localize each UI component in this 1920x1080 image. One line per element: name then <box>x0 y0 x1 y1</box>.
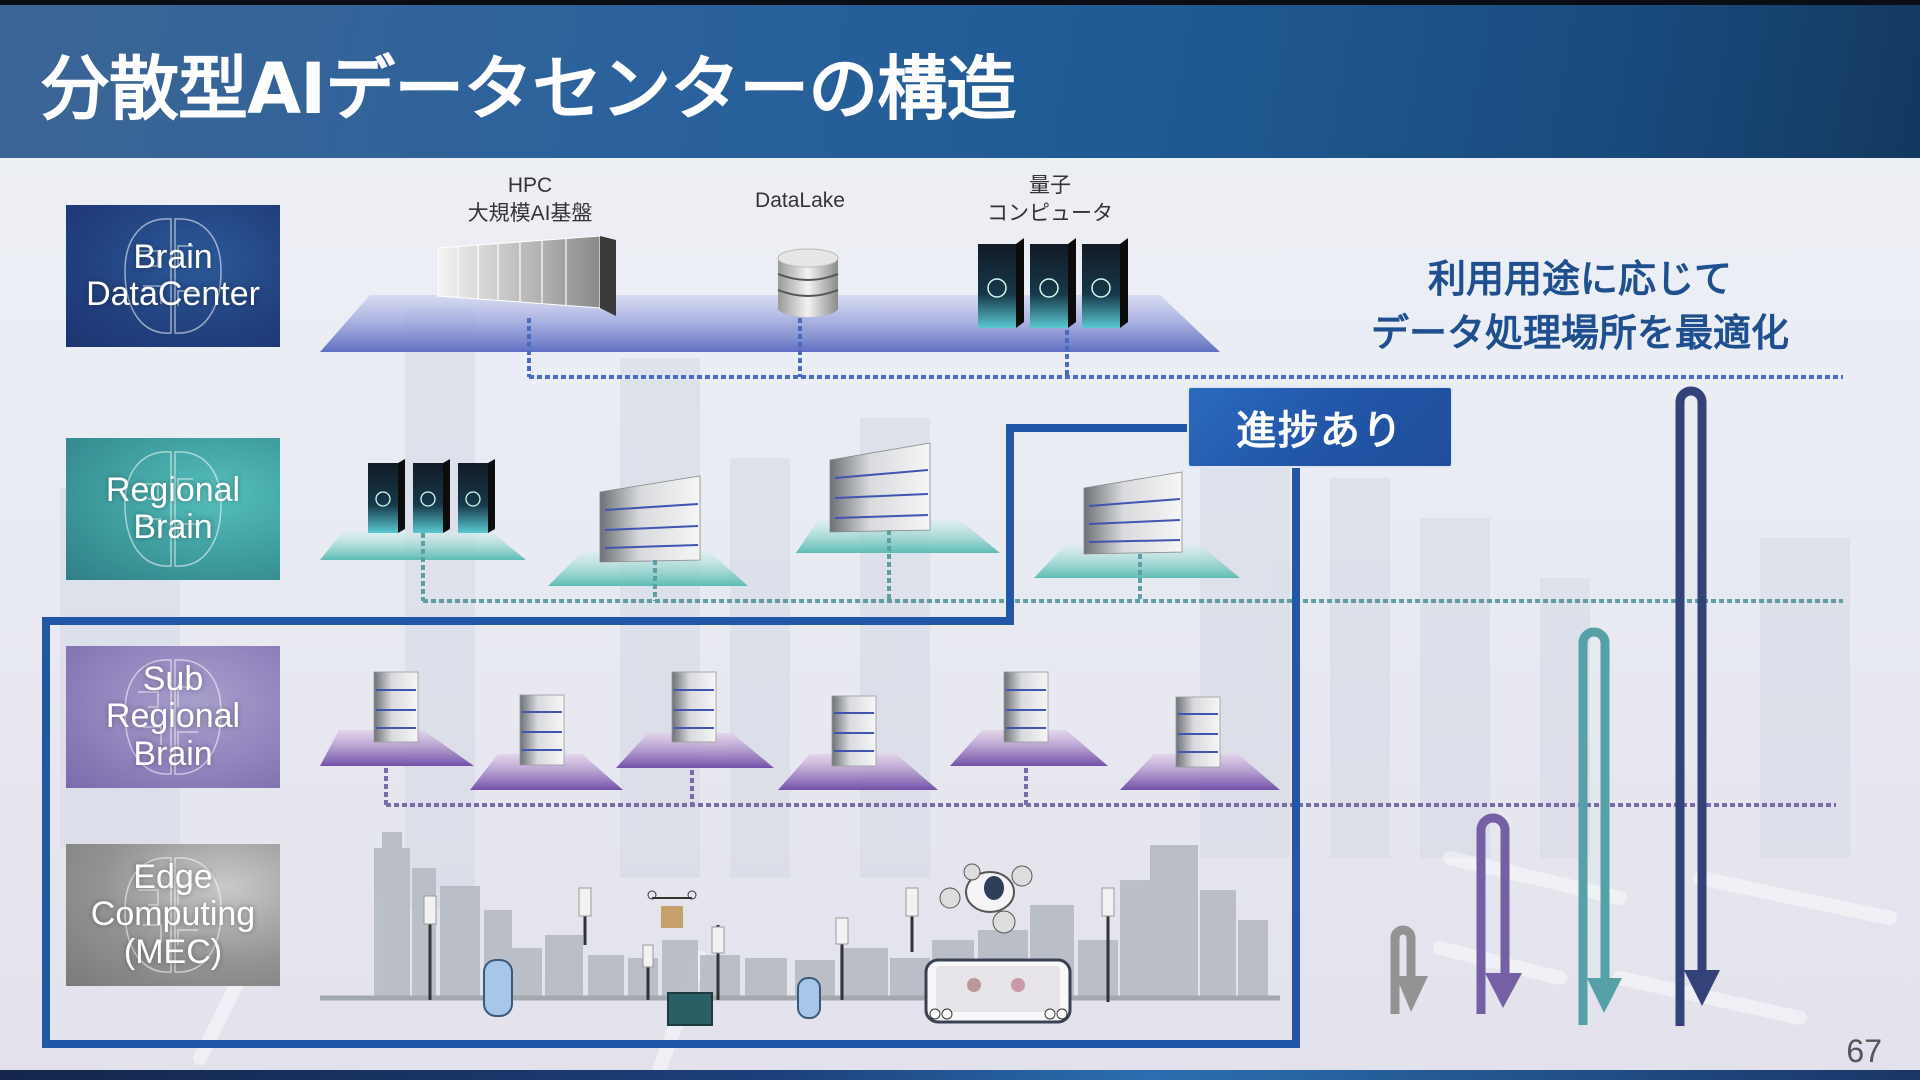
tier-label-regional-brain: Regional Brain <box>66 438 280 580</box>
sub-regional-loop-arrow <box>1476 813 1522 1014</box>
sub-regional-node <box>778 695 938 790</box>
tier-label-edge-computing: Edge Computing (MEC) <box>66 844 280 986</box>
sub-regional-node <box>950 671 1108 766</box>
delivery-robot-icon <box>483 959 821 1026</box>
sub-regional-node <box>616 671 774 768</box>
sub-regional-node <box>320 671 474 766</box>
tier-label-text: Regional Brain <box>105 470 241 546</box>
tier-label-text: Edge Computing (MEC) <box>90 857 256 971</box>
tier-label-text: Sub Regional Brain <box>105 659 241 773</box>
sub-regional-nodes <box>320 671 1280 790</box>
sub-regional-node <box>470 694 623 790</box>
footer-bar <box>0 1070 1920 1080</box>
datacenter-connector-line <box>527 318 1843 379</box>
tier-label-text: Brain DataCenter <box>86 237 260 313</box>
top-strip <box>0 0 1920 5</box>
tier-label-sub-regional-brain: Sub Regional Brain <box>66 646 280 788</box>
progress-badge: 進捗あり <box>1187 386 1453 468</box>
regional-connector-line <box>421 530 1843 603</box>
header-bar: 分散型AIデータセンターの構造 <box>0 5 1920 158</box>
server-rack-icon <box>1083 471 1183 555</box>
tier-label-brain-datacenter: Brain DataCenter <box>66 205 280 347</box>
server-rack-icon <box>599 475 701 563</box>
datacenter-loop-arrow <box>1675 386 1720 1026</box>
optimization-message: 利用用途に応じて データ処理場所を最適化 <box>1370 257 1789 355</box>
server-rack-icon <box>829 442 931 533</box>
brain-circuit-icon <box>124 857 222 973</box>
autonomous-shuttle-icon <box>924 958 1072 1024</box>
hpc-caption: HPC 大規模AI基盤 <box>467 174 593 225</box>
edge-loop-arrow <box>1390 925 1428 1014</box>
page-number: 67 <box>1846 1033 1882 1069</box>
datalake-caption: DataLake <box>755 189 845 212</box>
drone-icon <box>647 890 697 928</box>
quantum-caption: 量子 コンピュータ <box>987 174 1113 225</box>
quantum-computer-icon <box>978 238 1128 328</box>
quantum-computer-icon <box>368 459 495 533</box>
regional-platform <box>548 552 748 586</box>
database-icon <box>777 248 839 317</box>
page-title: 分散型AIデータセンターの構造 <box>40 48 1016 130</box>
brain-circuit-icon <box>124 218 222 334</box>
regional-loop-arrow <box>1578 627 1622 1025</box>
supercomputer-rack-icon <box>437 235 616 316</box>
sub-regional-node <box>1120 696 1280 790</box>
progress-boundary <box>42 424 1300 1048</box>
sub-regional-connector-line <box>384 768 1836 807</box>
air-taxi-icon <box>939 863 1033 934</box>
